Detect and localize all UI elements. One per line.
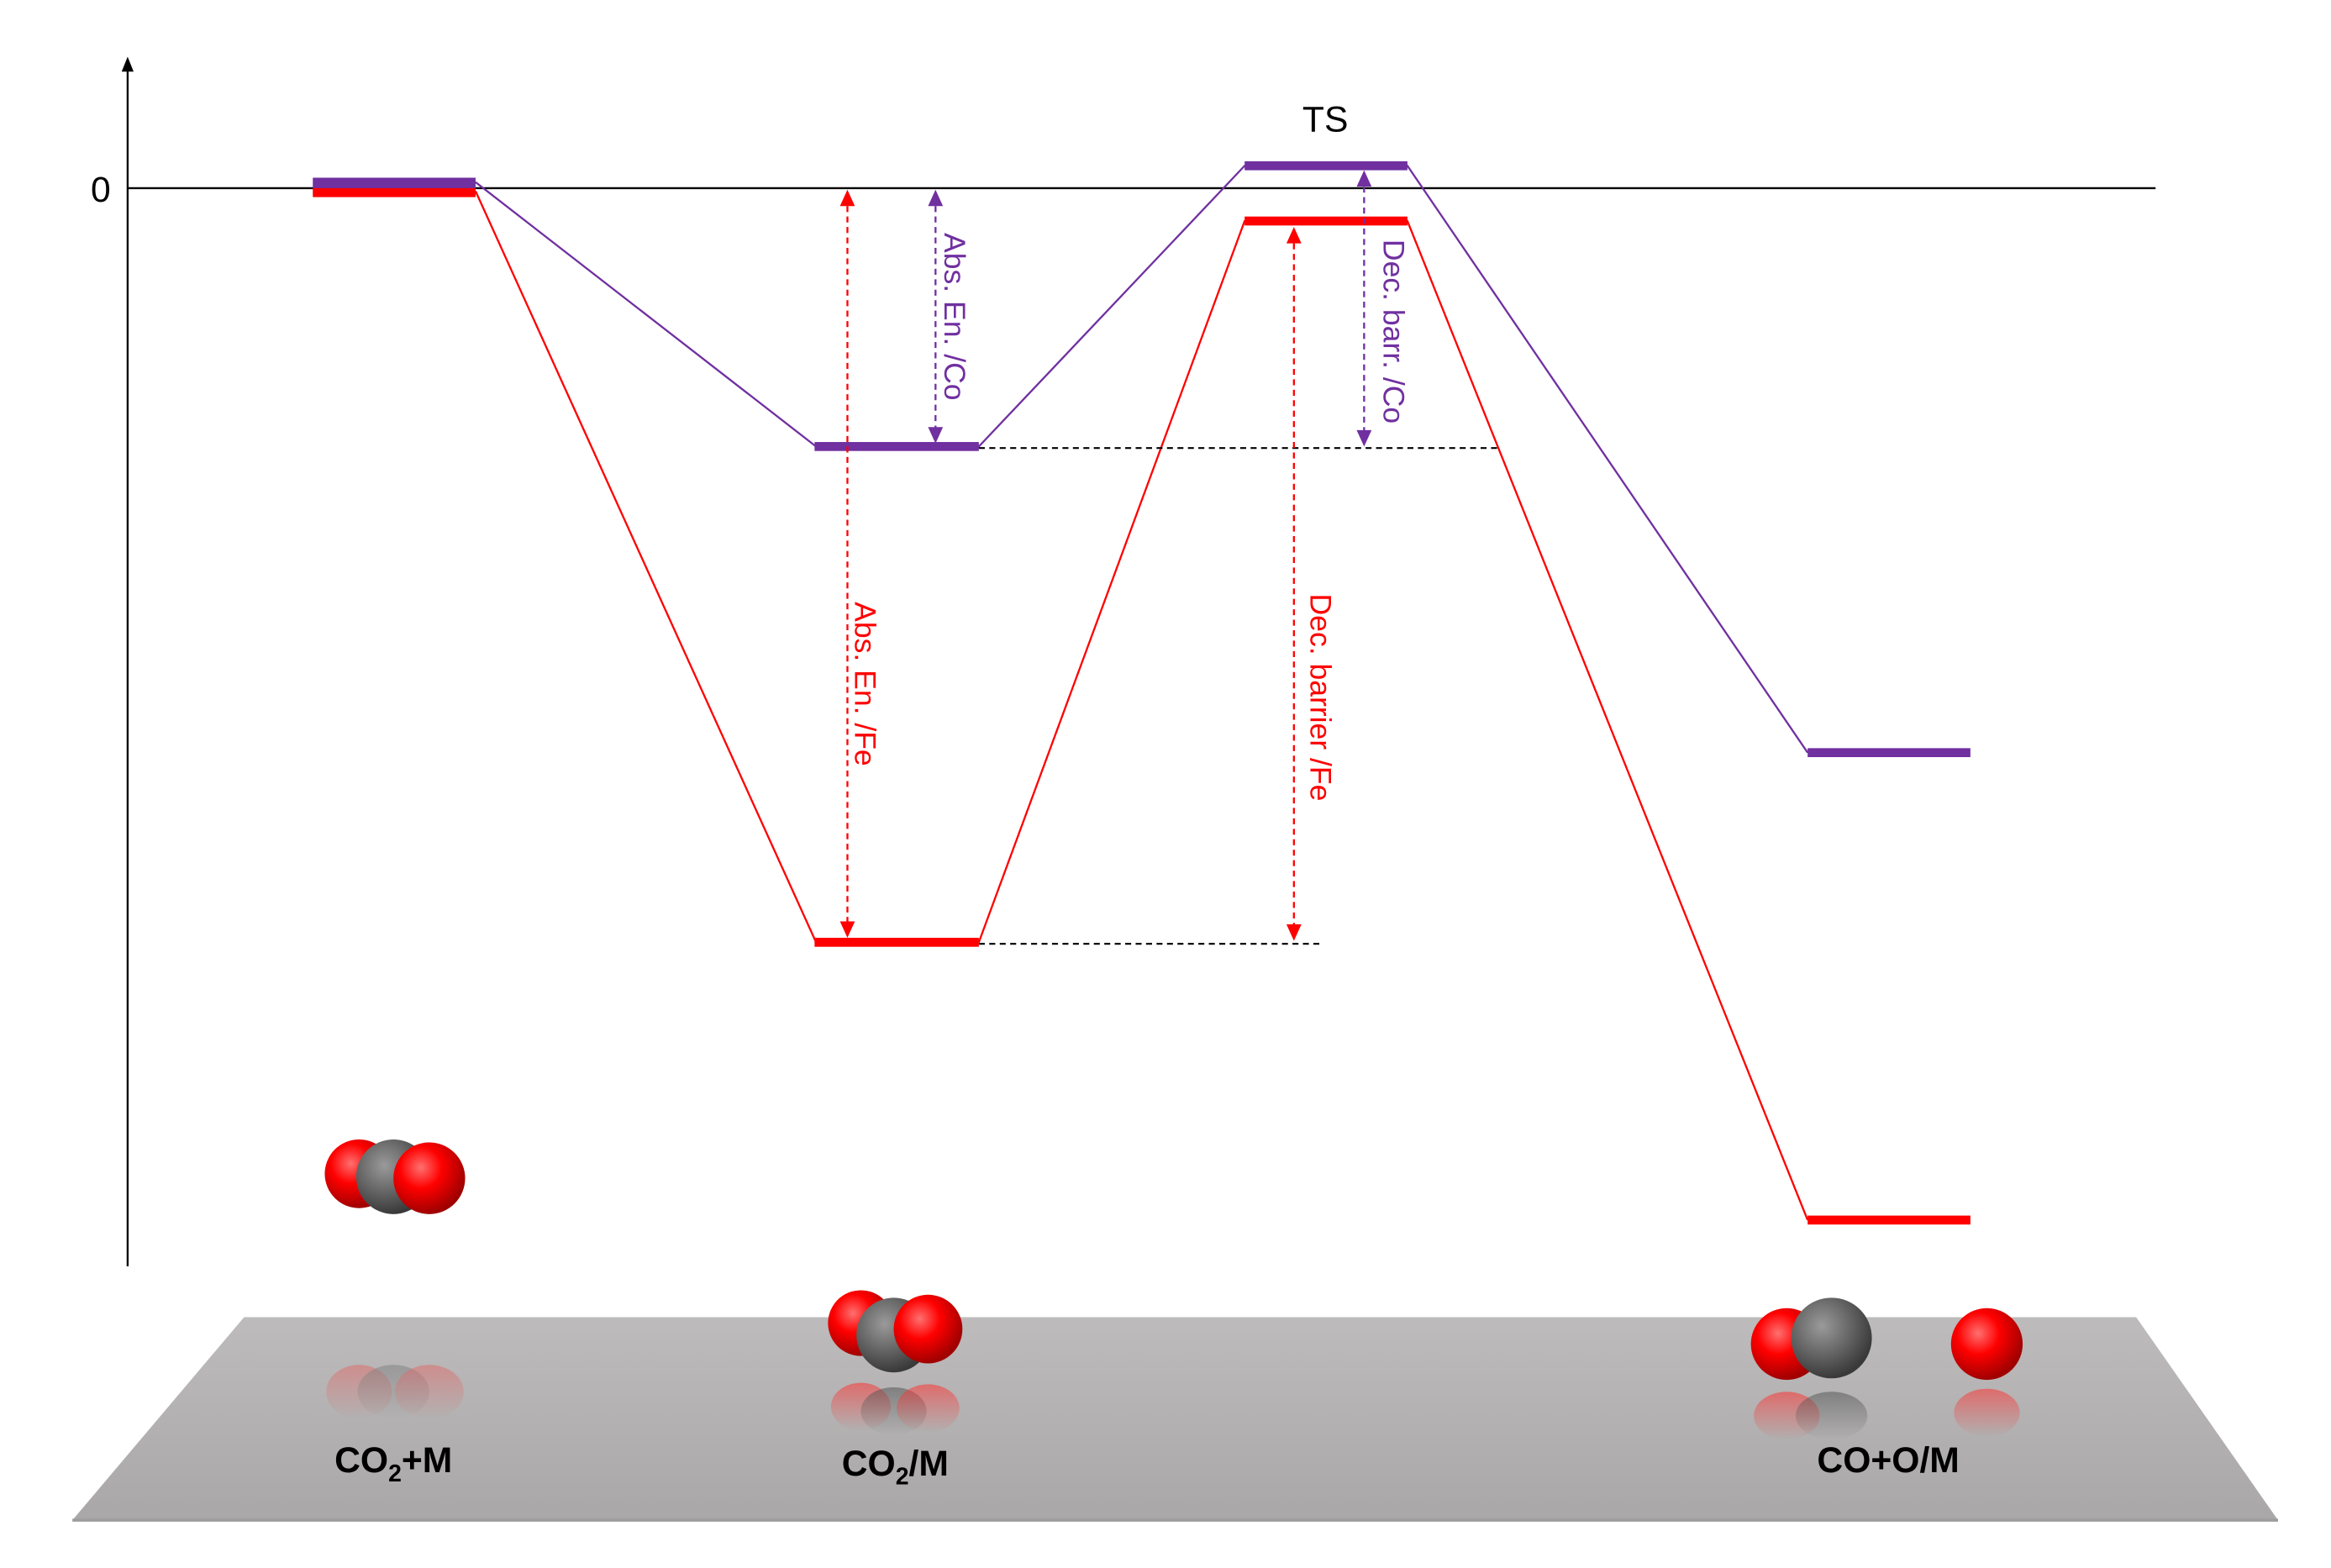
level-final-co: [1807, 748, 1971, 758]
abs-energy-fe-label: Abs. En. /Fe: [848, 602, 881, 766]
o-atom: [1950, 1308, 2023, 1381]
co-reflection: [1754, 1392, 1868, 1440]
level-initial-fe: [313, 187, 476, 197]
level-final-fe: [1807, 1215, 1971, 1225]
dec-barrier-co-arrow: [1356, 170, 1372, 447]
stage-label-co2-m-main: CO: [334, 1440, 388, 1481]
ts-label: TS: [1302, 99, 1348, 139]
abs-energy-co-label: Abs. En. /Co: [938, 233, 971, 400]
stage-label-co2-m-sub: 2: [388, 1460, 402, 1487]
level-ts-co: [1244, 160, 1408, 171]
surface-plane: [72, 1317, 2278, 1521]
level-adsorbed-fe: [814, 938, 979, 947]
stage-label-co2-adsorbed-tail: /M: [909, 1444, 949, 1484]
co-pathway-line: [475, 165, 1809, 754]
stage-label-co-o-m: CO+O/M: [1817, 1440, 1959, 1481]
stage-label-co2-adsorbed-sub: 2: [896, 1463, 909, 1490]
co2-gas-molecule: [324, 1139, 466, 1214]
dec-barrier-fe-label: Dec. barrier /Fe: [1303, 594, 1337, 802]
co2-adsorbed-molecule: [828, 1290, 963, 1373]
y-axis-arrow-icon: [121, 56, 134, 72]
zero-label: 0: [91, 170, 111, 210]
level-initial-co: [313, 177, 476, 188]
level-adsorbed-co: [814, 442, 979, 451]
co2-gas-reflection: [326, 1365, 464, 1419]
level-ts-fe: [1244, 216, 1408, 226]
stage-label-co2-m-tail: +M: [402, 1440, 452, 1481]
stage-label-co2-adsorbed-main: CO: [842, 1444, 896, 1484]
o-atom-reflection: [1954, 1388, 2020, 1437]
abs-energy-fe-arrow: [839, 189, 855, 939]
co2-adsorbed-reflection: [830, 1382, 960, 1435]
dec-barrier-co-label: Dec. barr. /Co: [1376, 239, 1410, 424]
fe-pathway-line: [474, 190, 1809, 1221]
co-molecule: [1750, 1297, 1872, 1381]
abs-energy-co-arrow: [928, 189, 944, 444]
stage-label-co2-adsorbed: CO2/M: [842, 1444, 949, 1491]
dec-barrier-fe-arrow: [1286, 227, 1302, 941]
stage-label-co2-m: CO2+M: [334, 1440, 452, 1487]
